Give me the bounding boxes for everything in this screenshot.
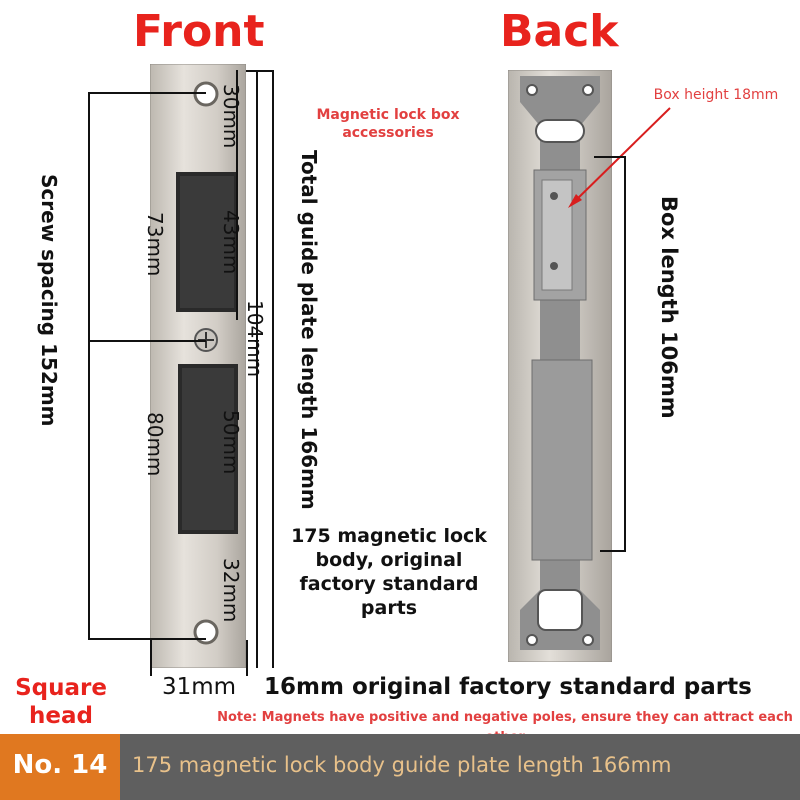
width-tick-left bbox=[150, 640, 152, 676]
screw-spacing-vertical-line bbox=[88, 92, 90, 638]
upper-slot-span-dimension: 73mm bbox=[143, 212, 167, 277]
lower-slot-dimension: 50mm bbox=[219, 410, 243, 475]
top-dimension: 30mm bbox=[219, 84, 243, 149]
footer-caption: 175 magnetic lock body guide plate lengt… bbox=[132, 753, 672, 777]
total-length-vertical-line bbox=[272, 70, 274, 668]
body-parts-note: 175 magnetic lock body, original factory… bbox=[291, 525, 487, 619]
back-guide-plate bbox=[508, 70, 612, 662]
number-badge: No. 14 bbox=[0, 734, 120, 800]
screw-spacing-bottom-line bbox=[88, 638, 206, 640]
box-length-vertical-line bbox=[624, 156, 626, 550]
box-length-top-tick bbox=[594, 156, 624, 158]
footer-bar: No. 14 175 magnetic lock body guide plat… bbox=[0, 734, 800, 800]
upper-slot-dimension: 43mm bbox=[219, 210, 243, 275]
accessories-note: Magnetic lock box accessories bbox=[316, 107, 460, 141]
square-head-label: Square head bbox=[15, 675, 107, 729]
middle-dimension: 104mm bbox=[243, 300, 267, 378]
mid-screw-line bbox=[88, 340, 206, 342]
middle-vertical-line bbox=[256, 70, 258, 668]
box-length-label: Box length 106mm bbox=[657, 196, 681, 419]
standard-parts-note: 16mm original factory standard parts bbox=[264, 674, 752, 700]
width-tick-right bbox=[246, 640, 248, 676]
front-guide-plate bbox=[150, 64, 246, 668]
front-heading: Front bbox=[133, 6, 265, 57]
back-heading: Back bbox=[500, 6, 619, 57]
lower-slot-span-dimension: 80mm bbox=[143, 412, 167, 477]
width-dimension: 31mm bbox=[162, 674, 237, 700]
upper-slot-span-line bbox=[236, 70, 238, 320]
total-length-top-tick bbox=[246, 70, 274, 72]
screw-spacing-top-line bbox=[88, 92, 206, 94]
total-length-label: Total guide plate length 166mm bbox=[297, 150, 321, 510]
box-height-label: Box height 18mm bbox=[653, 87, 779, 103]
bottom-dimension: 32mm bbox=[219, 558, 243, 623]
box-length-bottom-tick bbox=[600, 550, 626, 552]
screw-spacing-label: Screw spacing 152mm bbox=[37, 174, 61, 427]
number-badge-label: No. 14 bbox=[12, 750, 108, 780]
